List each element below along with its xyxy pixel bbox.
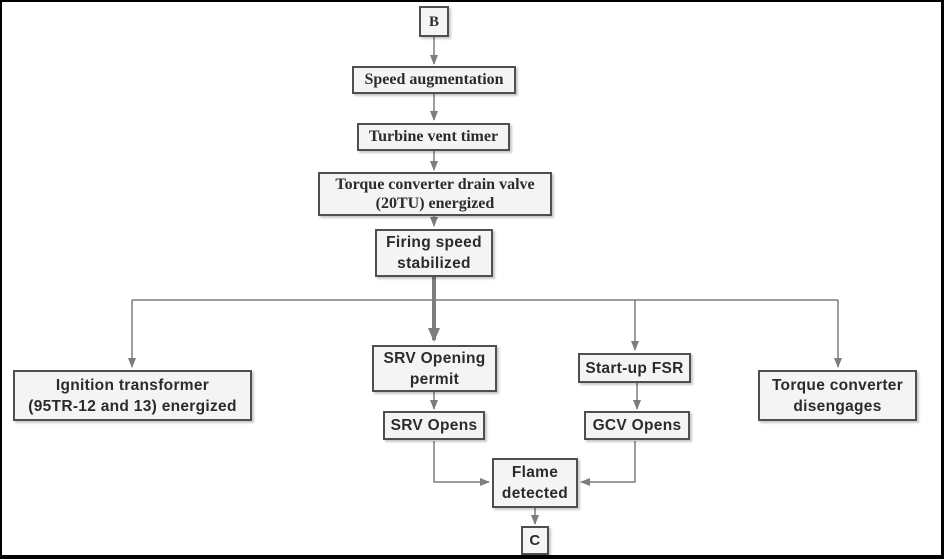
node-connector-b: B [419,6,449,37]
node-label: SRV Opens [390,417,478,434]
node-label: detected [501,485,569,502]
edge-srv-opens-to-flame-detected [433,441,490,486]
node-label: (95TR-12 and 13) energized [28,397,237,415]
node-label: Torque converter drain valve [335,176,535,193]
node-connector-c: C [521,526,549,555]
node-torque-drain-valve: Torque converter drain valve (20TU) ener… [318,172,552,216]
node-torque-disengages: Torque converter disengages [758,370,917,421]
node-label: Flame [511,464,559,481]
node-label: C [529,532,541,549]
node-srv-opening-permit: SRV Opening permit [372,345,497,392]
node-startup-fsr: Start-up FSR [578,353,691,383]
node-label: stabilized [397,255,471,272]
node-label: Speed augmentation [364,71,504,88]
node-label: Ignition transformer [55,376,210,394]
edge-gcv-opens-to-flame-detected [580,441,636,486]
node-label: Torque converter [771,376,904,394]
node-turbine-vent-timer: Turbine vent timer [357,123,510,151]
node-firing-speed-stabilized: Firing speed stabilized [375,229,493,277]
node-ignition-transformer: Ignition transformer (95TR-12 and 13) en… [13,370,252,421]
node-label: B [428,13,439,30]
node-speed-augmentation: Speed augmentation [352,66,516,94]
node-label: Firing speed [386,234,482,251]
node-label: permit [409,370,460,388]
node-flame-detected: Flame detected [492,458,578,508]
node-label: disengages [793,397,882,415]
node-label: Start-up FSR [585,359,684,377]
node-label: (20TU) energized [375,195,495,212]
node-srv-opens: SRV Opens [383,411,485,440]
node-label: SRV Opening [383,349,486,367]
node-gcv-opens: GCV Opens [584,411,690,440]
node-label: GCV Opens [592,417,682,434]
node-label: Turbine vent timer [368,128,499,145]
